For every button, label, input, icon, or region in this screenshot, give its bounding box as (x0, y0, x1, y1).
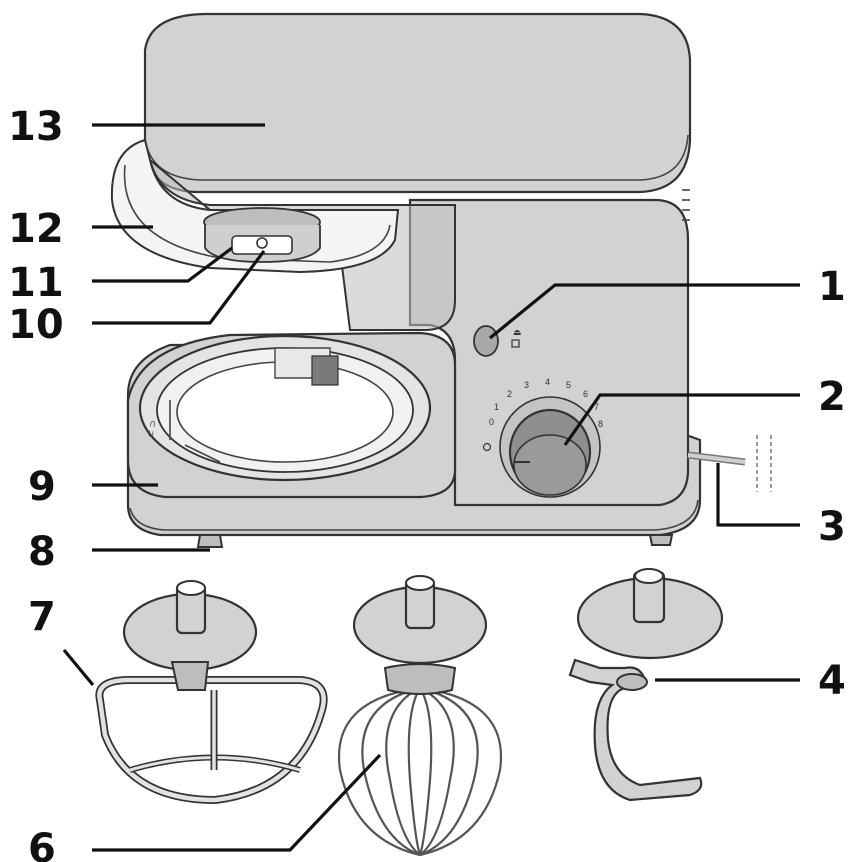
speed-mark-8: 8 (598, 419, 603, 429)
speed-mark-1: 1 (494, 402, 499, 412)
drive-outlet (203, 207, 321, 263)
leader-6 (92, 753, 382, 852)
callout-13: 13 (8, 104, 64, 150)
callout-8: 8 (28, 529, 56, 575)
leader-3 (716, 463, 800, 527)
splash-guard (110, 138, 400, 274)
side-vents (682, 189, 690, 221)
callout-10: 10 (8, 302, 64, 348)
lock-symbol: ⊂ ⊃ (145, 419, 158, 438)
leader-7 (62, 648, 95, 687)
power-cord (687, 435, 772, 492)
leader-2 (563, 393, 800, 446)
callout-12: 12 (8, 206, 64, 252)
speed-mark-6: 6 (583, 389, 588, 399)
callout-7: 7 (28, 594, 56, 640)
speed-mark-3: 3 (524, 380, 529, 390)
leader-1 (488, 283, 800, 340)
callout-numbers: 13 12 11 10 1 2 9 3 8 7 4 6 (8, 104, 846, 862)
flat-beater (95, 580, 328, 805)
mixer-head (143, 12, 692, 194)
speed-mark-0: 0 (489, 417, 494, 427)
mixer-body: ⊂ ⊃ ⏏ (110, 12, 772, 548)
callout-3: 3 (818, 504, 846, 550)
leader-10 (92, 250, 266, 325)
speed-mark-7: 7 (594, 402, 599, 412)
pulse-mark (482, 442, 492, 452)
head-underside (148, 157, 456, 331)
tilt-release-button: ⏏ (473, 325, 522, 357)
leader-11 (92, 246, 233, 283)
unlock-symbol: ⏏ (513, 327, 522, 337)
leader-lines (62, 123, 800, 852)
callout-11: 11 (8, 260, 64, 306)
dough-hook (568, 568, 724, 802)
speed-dial-scale: 0 1 2 3 4 5 6 7 8 (482, 377, 603, 452)
callout-4: 4 (818, 658, 846, 704)
mixer-foot (196, 534, 224, 548)
speed-mark-2: 2 (507, 389, 512, 399)
callout-6: 6 (28, 826, 56, 862)
bowl-mount: ⊂ ⊃ (138, 334, 432, 482)
callout-9: 9 (28, 464, 56, 510)
speed-mark-4: 4 (545, 377, 550, 387)
speed-mark-5: 5 (566, 380, 571, 390)
callout-2: 2 (818, 374, 846, 420)
speed-control-knob: 0 1 2 3 4 5 6 7 8 (482, 377, 603, 498)
mixer-column (408, 198, 690, 507)
callout-1: 1 (818, 264, 846, 310)
balloon-whisk (337, 575, 503, 857)
